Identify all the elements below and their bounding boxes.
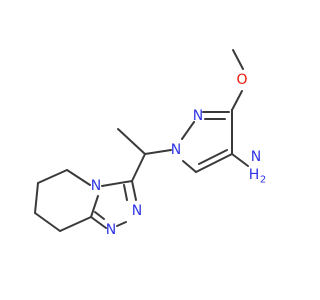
bond-n1-ch: [144, 149, 172, 155]
bond-c3p-n2p-double: [123, 184, 128, 201]
pyrazole-n1-label: N: [171, 142, 181, 158]
molecule-structure: O N N H 2 N N N N: [34, 49, 266, 238]
pyrazole-n2-label: N: [193, 108, 203, 124]
amine-h-label: H: [249, 167, 260, 183]
bond-n2p-n1p: [116, 221, 127, 227]
atom-labels: O N N H 2 N N N N: [91, 72, 266, 238]
bond-c5-c4-double: [198, 149, 228, 165]
triazole-n4-label: N: [91, 178, 101, 194]
amine-h2-subscript: 2: [260, 175, 266, 186]
bond-c6-c7: [34, 182, 39, 214]
molecule-canvas: O N N H 2 N N N N: [34, 49, 267, 238]
bond-methyl-o: [232, 49, 244, 70]
bond-c3p-n4: [101, 180, 133, 187]
bond-o-c3: [231, 90, 243, 111]
bond-c3p-n2p: [131, 180, 137, 201]
bond-n1-c5: [182, 160, 197, 173]
bond-n1p-c8a-double: [94, 211, 105, 220]
triazole-n1-label: N: [106, 222, 116, 238]
bond-c5p-c6: [37, 169, 68, 184]
bond-n4-c5p: [66, 169, 91, 186]
bond-c8-c8a: [59, 216, 92, 232]
bonds: [34, 49, 249, 232]
bond-c5-c4: [195, 153, 233, 173]
bond-ch-ch3: [117, 128, 146, 155]
amine-n-label: N: [251, 149, 261, 165]
bond-n2-n1: [181, 121, 195, 140]
bond-n1p-c8a: [90, 216, 107, 229]
bond-c8a-n4: [90, 195, 99, 218]
bond-c7-c8: [34, 212, 61, 232]
bond-ch-triazole: [131, 153, 146, 182]
triazole-n2-label: N: [132, 203, 142, 219]
oxygen-label: O: [236, 72, 247, 88]
bond-c4-nh2: [231, 153, 249, 167]
